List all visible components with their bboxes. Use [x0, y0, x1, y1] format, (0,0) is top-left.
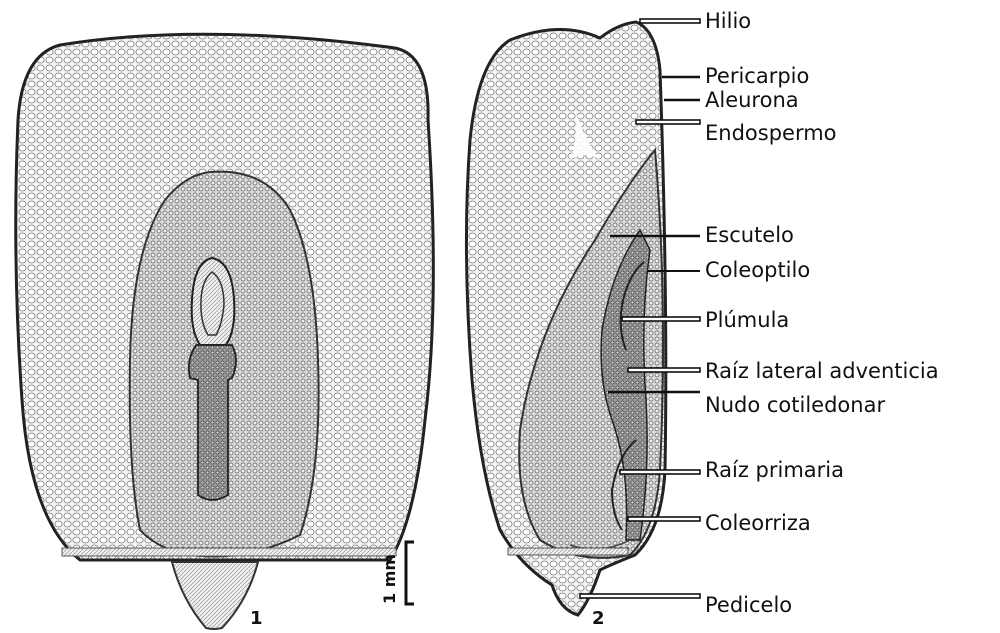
figure-number-1: 1 [250, 608, 263, 629]
label-escutelo: Escutelo [705, 225, 794, 246]
leader-coleorriza [628, 517, 700, 521]
label-aleurona: Aleurona [705, 90, 799, 111]
label-raiz-primaria: Raíz primaria [705, 460, 844, 481]
kernel-1-pedicel [172, 562, 258, 629]
leader-raiz-lateral [628, 368, 700, 372]
label-pedicelo: Pedicelo [705, 595, 792, 616]
scale-bar-label: 1 mm [380, 554, 399, 604]
leader-hilio [640, 19, 700, 23]
leader-plumula [622, 317, 700, 321]
figure-number-2: 2 [592, 608, 605, 629]
label-raiz-lateral: Raíz lateral adventicia [705, 361, 939, 382]
leader-raiz-primaria [620, 470, 700, 474]
label-nudo: Nudo cotiledonar [705, 395, 885, 416]
kernel-1-frontal-section [16, 34, 434, 629]
scale-bar [406, 542, 414, 604]
kernel-1-plumule [192, 258, 235, 345]
label-coleorriza: Coleorriza [705, 513, 811, 534]
label-pericarpio: Pericarpio [705, 66, 809, 87]
leader-endospermo [636, 120, 700, 124]
label-plumula: Plúmula [705, 310, 789, 331]
leader-pedicelo [580, 594, 700, 598]
label-endospermo: Endospermo [705, 123, 837, 144]
label-hilio: Hilio [705, 11, 751, 32]
label-coleoptilo: Coleoptilo [705, 260, 810, 281]
